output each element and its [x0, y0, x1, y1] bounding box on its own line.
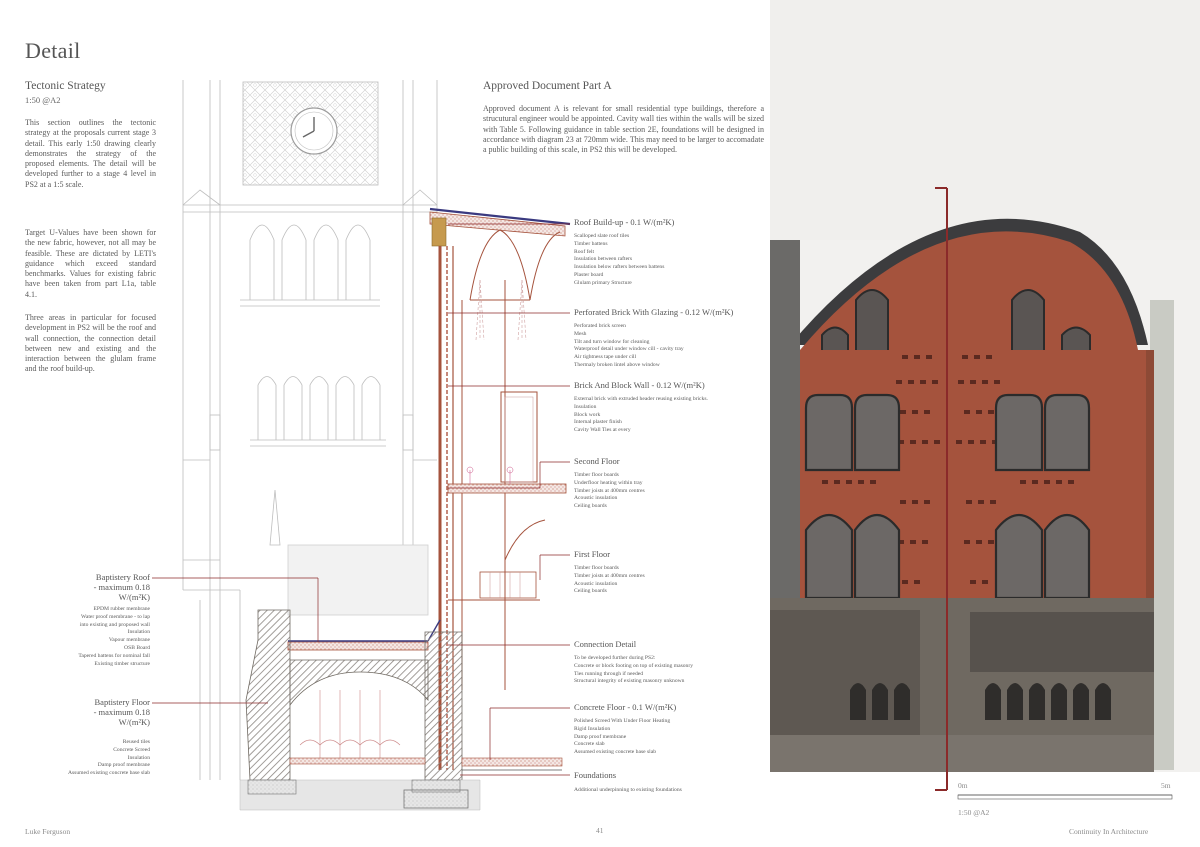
annotation-item: External brick with extruded header reus… — [574, 396, 708, 402]
brick-block-wall-heading: Brick And Block Wall - 0.12 W/(m²K) — [574, 380, 705, 390]
annotation-item: Polished Screed With Under Floor Heating — [574, 718, 671, 724]
baptistery-floor-heading-line: W/(m²K) — [118, 717, 150, 727]
annotation-item: Reused tiles — [122, 739, 150, 745]
baptistery-roof-heading-line: - maximum 0.18 — [93, 582, 150, 592]
page-title: Detail — [25, 38, 81, 63]
footer-author: Luke Ferguson — [25, 827, 71, 836]
scalebar-scale: 1:50 @A2 — [958, 808, 990, 817]
foundations-heading: Foundations — [574, 770, 617, 780]
annotation-item: Vapour membrane — [108, 637, 150, 644]
annotation-item: Thermaly broken lintel above window — [574, 361, 660, 368]
annotation-item: Mesh — [574, 330, 587, 337]
annotation-item: OSB Board — [124, 644, 150, 651]
annotation-item: Ceiling boards — [574, 503, 607, 510]
annotation-item: Ceiling boards — [574, 588, 607, 595]
concrete-floor-heading: Concrete Floor - 0.1 W/(m²K) — [574, 702, 677, 712]
baptistery-floor-heading-line: Baptistery Floor — [94, 697, 150, 707]
scalebar-start: 0m — [958, 781, 968, 790]
first-floor-heading: First Floor — [574, 549, 611, 559]
annotation-item: Glulam primary Structure — [574, 279, 632, 286]
annotation-item: Underfloor heating within tray — [574, 479, 643, 486]
annotation-item: Ties running through if needed — [574, 670, 644, 677]
annotation-item: Air tightness tape under cill — [574, 354, 637, 361]
annotation-item: EPDM rubber membrane — [93, 606, 150, 612]
annotation-item: Block work — [574, 411, 601, 418]
annotation-item: Perforated brick screen — [574, 323, 626, 329]
annotation-item: Existing timber structure — [94, 660, 150, 667]
annotation-item: To be developed further during PS2: — [574, 655, 656, 661]
second-floor-heading: Second Floor — [574, 456, 620, 466]
first-floor-note: First Floor Timber floor boards Timber j… — [574, 549, 645, 596]
connection-detail-note: Connection Detail To be developed furthe… — [574, 639, 693, 686]
annotation-item: Concrete or block footing on top of exis… — [574, 662, 694, 669]
annotation-item: into existing and proposed wall — [79, 621, 150, 628]
baptistery-roof-note: Baptistery Roof - maximum 0.18 W/(m²K) E… — [30, 572, 150, 668]
annotation-item: Acoustic insulation — [574, 580, 618, 587]
annotation-item: Insulation — [574, 403, 597, 410]
annotation-item: Waterproof detail under window cill - ca… — [574, 346, 684, 353]
roof-buildup-heading: Roof Build-up - 0.1 W/(m²K) — [574, 217, 675, 227]
annotation-item: Acoustic insulation — [574, 495, 618, 502]
connection-detail-heading: Connection Detail — [574, 639, 637, 649]
second-floor-note: Second Floor Timber floor boards Underfl… — [574, 456, 645, 511]
annotation-item: Damp proof membrane — [574, 733, 627, 740]
annotation-item: Scalloped slate roof tiles — [574, 233, 630, 239]
annotation-item: Roof felt — [574, 248, 595, 255]
perforated-brick-note: Perforated Brick With Glazing - 0.12 W/(… — [574, 307, 733, 370]
annotation-item: Assumed existing concrete base slab — [67, 770, 150, 777]
annotation-item: Timber joists at 400mm centres — [574, 572, 645, 579]
annotation-item: Insulation between rafters — [574, 256, 633, 263]
tectonic-paragraph-2: Target U-Values have been shown for the … — [25, 228, 156, 299]
annotation-item: Structural integrity of existing masonry… — [574, 678, 685, 685]
annotation-item: Concrete Screed — [113, 746, 150, 753]
annotation-item: Tilt and turn window for cleaning — [574, 338, 650, 345]
annotation-item: Timber floor boards — [574, 472, 619, 478]
concrete-floor-note: Concrete Floor - 0.1 W/(m²K) Polished Sc… — [574, 702, 676, 757]
foundations-note: Foundations Additional underpinning to e… — [574, 770, 682, 795]
annotation-item: Plaster board — [574, 271, 604, 278]
footer-project: Continuity In Architecture — [1069, 827, 1149, 836]
annotation-item: Additional underpinning to existing foun… — [574, 787, 682, 793]
elevation-render — [770, 0, 1200, 800]
annotation-item: Timber battens — [574, 240, 608, 247]
baptistery-roof-heading-line: Baptistery Roof — [95, 572, 150, 582]
annotation-item: Water proof membrane - to lap — [81, 613, 150, 620]
baptistery-floor-note: Baptistery Floor - maximum 0.18 W/(m²K) … — [30, 697, 150, 778]
annotation-item: Insulation — [127, 754, 150, 761]
tectonic-paragraph-1: This section outlines the tectonic strat… — [25, 118, 156, 189]
clock-icon — [290, 107, 338, 155]
annotation-item: Insulation below rafters between battens — [574, 264, 665, 271]
roof-buildup-note: Roof Build-up - 0.1 W/(m²K) Scalloped sl… — [574, 217, 674, 288]
annotation-item: Assumed existing concrete base slab — [574, 749, 657, 756]
annotation-item: Concrete slab — [574, 741, 605, 748]
baptistery-floor-heading-line: - maximum 0.18 — [93, 707, 150, 717]
page-number: 41 — [596, 826, 604, 835]
annotation-item: Tapered battens for nominal fall — [78, 652, 150, 659]
annotation-item: Rigid Insulation — [574, 725, 611, 732]
tectonic-paragraph-3: Three areas in particular for focused de… — [25, 313, 156, 374]
annotation-item: Insulation — [127, 629, 150, 636]
part-a-heading: Approved Document Part A — [483, 80, 612, 92]
annotation-item: Damp proof membrane — [97, 762, 150, 769]
baptistery-roof-heading-line: W/(m²K) — [118, 592, 150, 602]
annotation-item: Internal plaster finish — [574, 419, 622, 426]
annotation-item: Timber floor boards — [574, 565, 619, 571]
scalebar-end: 5m — [1161, 781, 1171, 790]
perforated-brick-heading: Perforated Brick With Glazing - 0.12 W/(… — [574, 307, 734, 317]
brick-block-wall-note: Brick And Block Wall - 0.12 W/(m²K) Exte… — [574, 380, 708, 435]
annotation-item: Cavity Wall Ties at every — [574, 427, 631, 434]
tectonic-scale: 1:50 @A2 — [25, 95, 61, 105]
tectonic-heading: Tectonic Strategy — [25, 80, 106, 92]
part-a-paragraph: Approved document A is relevant for smal… — [483, 104, 764, 155]
annotation-item: Timber joists at 400mm centres — [574, 487, 645, 494]
